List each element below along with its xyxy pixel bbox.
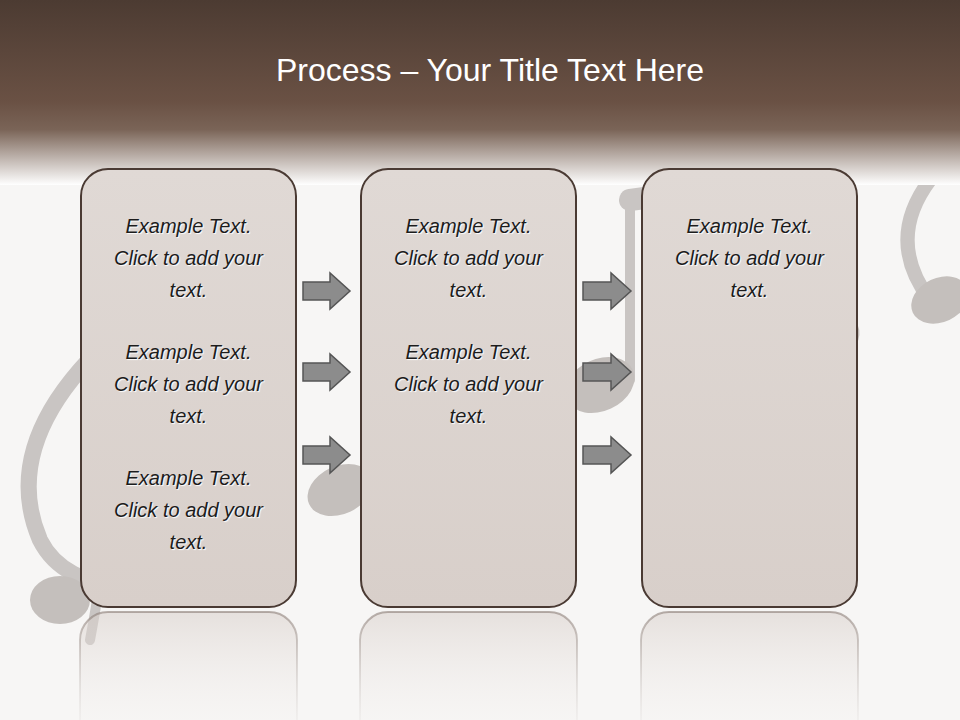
box-reflections xyxy=(80,612,858,720)
process-box: Example Text. Click to add your text. xyxy=(641,168,858,608)
box-text: Example Text. Click to add your text. xyxy=(114,336,264,432)
box-text: Example Text. Click to add your text. xyxy=(114,210,264,306)
process-box: Example Text. Click to add your text. Exa… xyxy=(360,168,577,608)
process-box: Example Text. Click to add your text. Exa… xyxy=(80,168,297,608)
music-notes xyxy=(29,140,930,640)
box-text: Example Text. Click to add your text. xyxy=(394,336,544,432)
block-arrow xyxy=(583,354,631,390)
block-arrow xyxy=(583,273,631,309)
block-arrow xyxy=(303,437,350,473)
box-text: Example Text. Click to add your text. xyxy=(114,462,264,558)
block-arrow xyxy=(583,437,631,473)
block-arrow xyxy=(303,273,350,309)
header-band xyxy=(0,0,960,185)
slide-title: Process – Your Title Text Here xyxy=(20,52,960,89)
block-arrow xyxy=(303,354,350,390)
box-text: Example Text. Click to add your text. xyxy=(394,210,544,306)
box-text: Example Text. Click to add your text. xyxy=(675,210,825,306)
